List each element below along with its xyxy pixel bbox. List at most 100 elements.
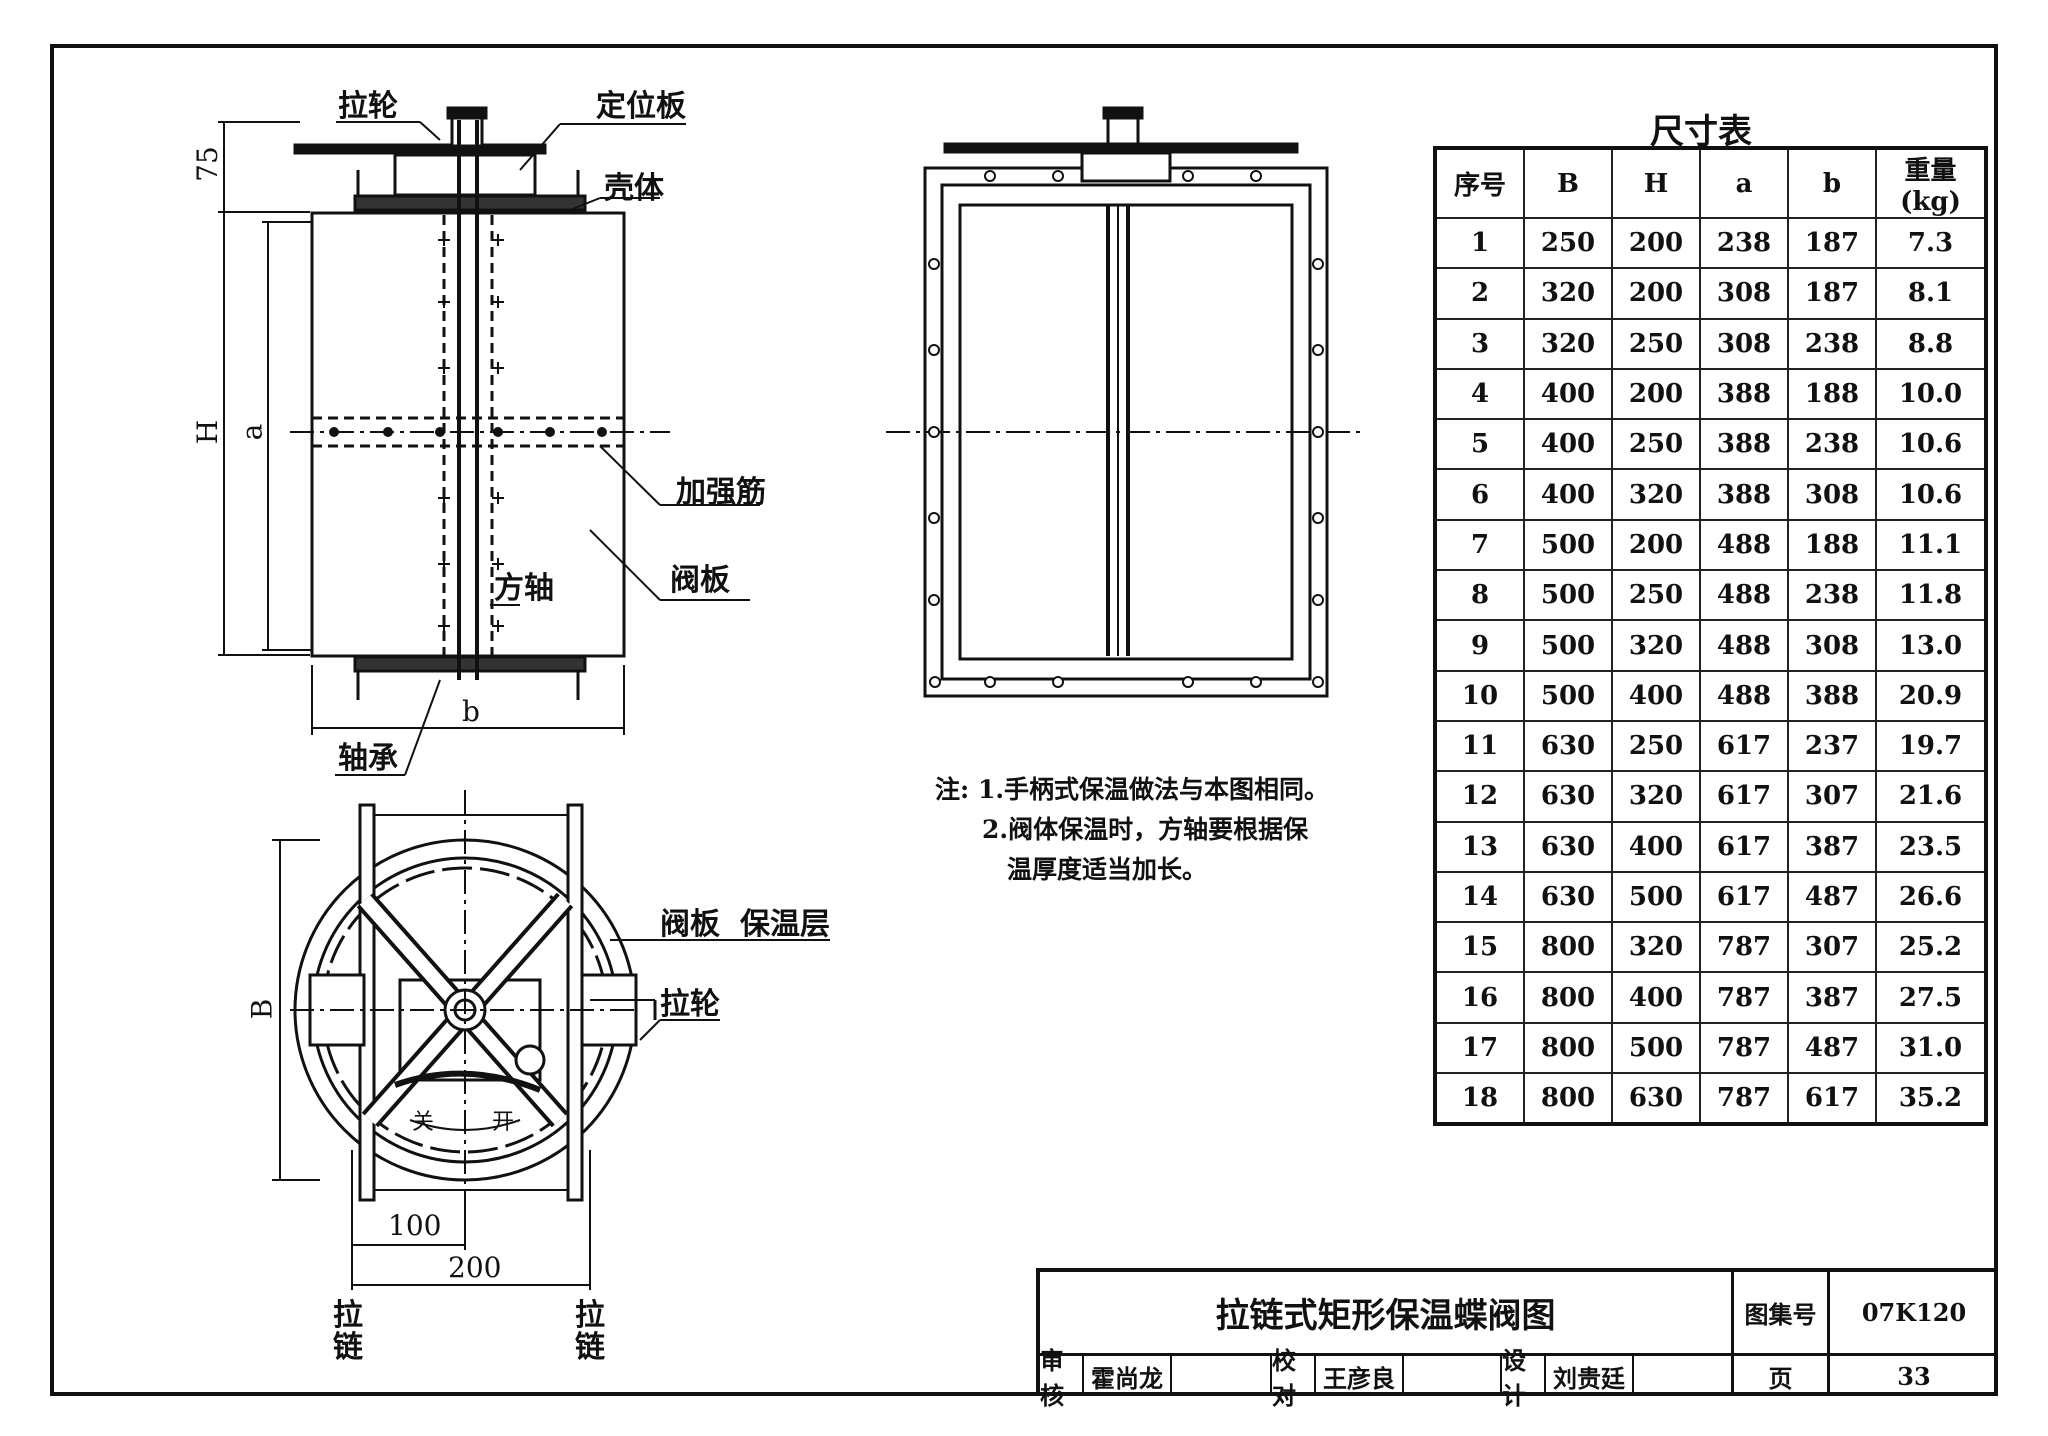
label-pull-wheel-top: 拉轮 bbox=[338, 89, 398, 124]
table-cell: 388 bbox=[1699, 468, 1789, 521]
table-cell: 237 bbox=[1787, 719, 1877, 773]
dim-b: b bbox=[462, 695, 480, 728]
table-cell: 13 bbox=[1434, 820, 1525, 873]
table-cell: 7 bbox=[1434, 518, 1525, 572]
table-cell: 8.1 bbox=[1875, 267, 1987, 320]
table-cell: 800 bbox=[1523, 1072, 1613, 1126]
table-cell: 10 bbox=[1434, 669, 1525, 722]
table-cell: 500 bbox=[1611, 1021, 1701, 1075]
table-cell: 250 bbox=[1611, 418, 1701, 471]
table-cell: 187 bbox=[1787, 216, 1877, 270]
page-label: 页 bbox=[1734, 1356, 1830, 1396]
note-line-3: 温厚度适当加长。 bbox=[1007, 855, 1208, 884]
table-cell: 1 bbox=[1434, 216, 1525, 270]
table-cell: 487 bbox=[1787, 1021, 1877, 1075]
table-cell: 488 bbox=[1699, 569, 1789, 622]
table-cell: 238 bbox=[1787, 418, 1877, 471]
table-cell: 387 bbox=[1787, 820, 1877, 873]
table-cell: 388 bbox=[1699, 418, 1789, 471]
designer-signature bbox=[1634, 1356, 1734, 1396]
table-cell: 400 bbox=[1523, 468, 1613, 521]
table-cell: 27.5 bbox=[1875, 971, 1987, 1024]
header-index: 序号 bbox=[1434, 147, 1525, 219]
notes: 注: 1.手柄式保温做法与本图相同。 2.阀体保温时，方轴要根据保 温厚度适当加… bbox=[935, 770, 1329, 890]
table-cell: 10.0 bbox=[1875, 367, 1987, 421]
table-cell: 250 bbox=[1611, 719, 1701, 773]
table-cell: 320 bbox=[1611, 921, 1701, 974]
label-valve-plate: 阀板 bbox=[670, 563, 730, 598]
table-header-row: 序号 B H a b 重量(kg) bbox=[1434, 147, 1987, 219]
table-cell: 25.2 bbox=[1875, 921, 1987, 974]
label-shell: 壳体 bbox=[604, 171, 664, 206]
table-cell: 787 bbox=[1699, 1021, 1789, 1075]
table-cell: 800 bbox=[1523, 1021, 1613, 1075]
dim-a: a bbox=[235, 423, 269, 441]
table-cell: 200 bbox=[1611, 367, 1701, 421]
table-cell: 500 bbox=[1523, 619, 1613, 672]
table-cell: 307 bbox=[1787, 770, 1877, 823]
table-cell: 787 bbox=[1699, 921, 1789, 974]
table-cell: 250 bbox=[1611, 569, 1701, 622]
table-cell: 18 bbox=[1434, 1072, 1525, 1126]
table-cell: 11 bbox=[1434, 719, 1525, 773]
table-cell: 238 bbox=[1787, 569, 1877, 622]
table-cell: 630 bbox=[1611, 1072, 1701, 1126]
table-cell: 320 bbox=[1611, 619, 1701, 672]
design-label: 设计 bbox=[1502, 1346, 1546, 1410]
page-number: 33 bbox=[1897, 1361, 1931, 1391]
table-cell: 8 bbox=[1434, 569, 1525, 622]
table-cell: 800 bbox=[1523, 971, 1613, 1024]
table-cell: 787 bbox=[1699, 971, 1789, 1024]
table-cell: 10.6 bbox=[1875, 468, 1987, 521]
table-cell: 5 bbox=[1434, 418, 1525, 471]
reviewer-name: 霍尚龙 bbox=[1084, 1356, 1172, 1396]
table-cell: 400 bbox=[1611, 820, 1701, 873]
table-cell: 14 bbox=[1434, 870, 1525, 924]
checker-name: 王彦良 bbox=[1316, 1356, 1404, 1396]
table-cell: 15 bbox=[1434, 921, 1525, 974]
label-chain-right: 拉链 bbox=[575, 1298, 605, 1365]
dim-100: 100 bbox=[388, 1209, 442, 1242]
table-cell: 617 bbox=[1787, 1072, 1877, 1126]
label-open: 开 bbox=[492, 1110, 515, 1135]
header-H: H bbox=[1611, 147, 1701, 219]
table-cell: 320 bbox=[1611, 770, 1701, 823]
header-b: b bbox=[1787, 147, 1877, 219]
table-cell: 308 bbox=[1787, 468, 1877, 521]
table-cell: 31.0 bbox=[1875, 1021, 1987, 1075]
table-cell: 2 bbox=[1434, 267, 1525, 320]
title-block: 拉链式矩形保温蝶阀图 图集号 07K120 审核 霍尚龙 校对 王彦良 设计 刘… bbox=[1036, 1268, 1998, 1410]
label-positioning-plate: 定位板 bbox=[596, 89, 686, 124]
table-cell: 308 bbox=[1699, 317, 1789, 370]
label-insulation-layer: 保温层 bbox=[740, 907, 830, 942]
table-cell: 7.3 bbox=[1875, 216, 1987, 270]
atlas-label: 图集号 bbox=[1734, 1272, 1830, 1356]
table-cell: 630 bbox=[1523, 770, 1613, 823]
notes-prefix: 注: bbox=[935, 775, 970, 804]
table-cell: 800 bbox=[1523, 921, 1613, 974]
table-cell: 200 bbox=[1611, 216, 1701, 270]
table-cell: 320 bbox=[1523, 317, 1613, 370]
table-cell: 23.5 bbox=[1875, 820, 1987, 873]
table-cell: 250 bbox=[1523, 216, 1613, 270]
table-cell: 488 bbox=[1699, 518, 1789, 572]
table-cell: 320 bbox=[1523, 267, 1613, 320]
table-cell: 617 bbox=[1699, 770, 1789, 823]
table-cell: 308 bbox=[1787, 619, 1877, 672]
header-B: B bbox=[1523, 147, 1613, 219]
table-cell: 400 bbox=[1523, 367, 1613, 421]
table-cell: 8.8 bbox=[1875, 317, 1987, 370]
table-cell: 388 bbox=[1787, 669, 1877, 722]
dim-75: 75 bbox=[190, 146, 224, 182]
review-label: 审核 bbox=[1040, 1346, 1084, 1410]
